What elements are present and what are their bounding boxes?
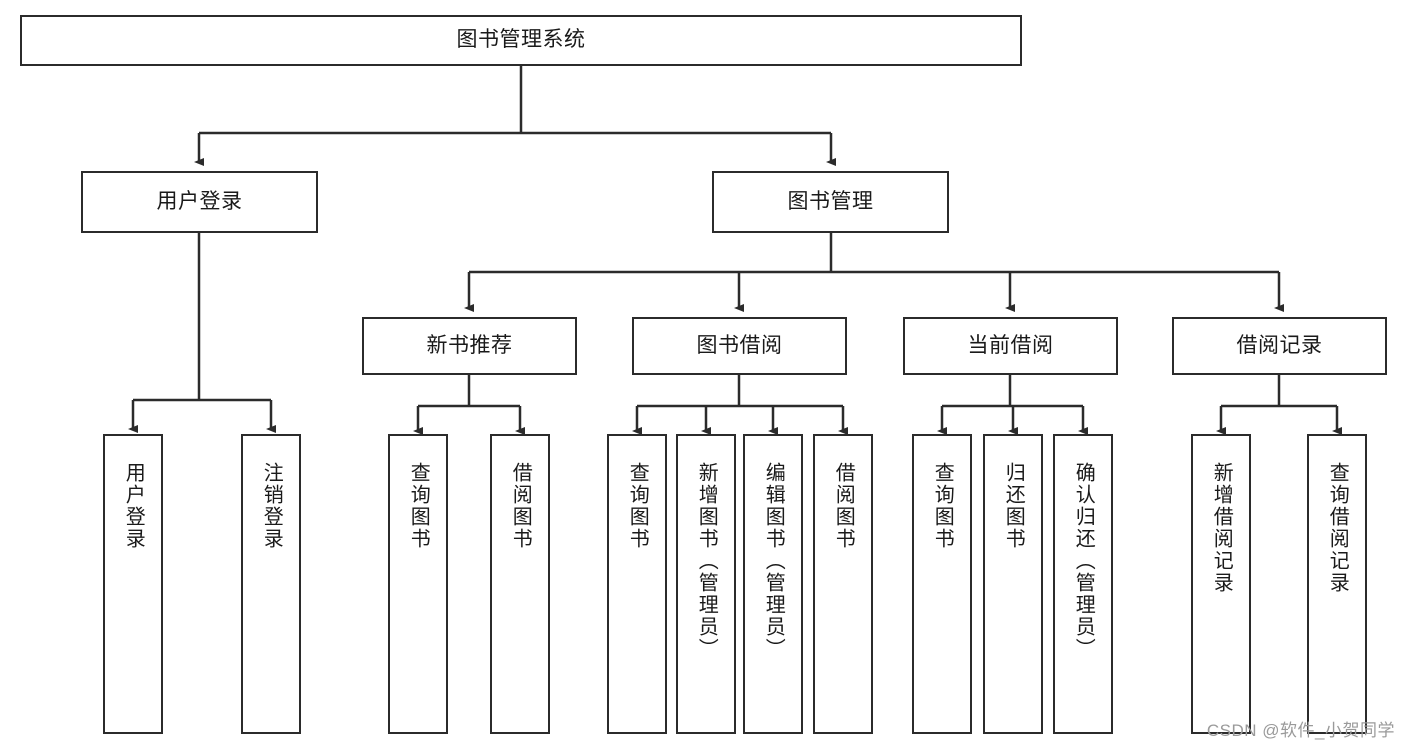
node-leaf-borrow-book-2-label: 借阅图书: [832, 462, 855, 550]
node-leaf-add-book[interactable]: 新增图书（管理员）: [676, 434, 736, 734]
node-leaf-query-book-1[interactable]: 查询图书: [388, 434, 448, 734]
node-leaf-return-book[interactable]: 归还图书: [983, 434, 1043, 734]
node-leaf-user-login[interactable]: 用户登录: [103, 434, 163, 734]
node-current-borrow-label: 当前借阅: [967, 333, 1054, 357]
node-leaf-return-book-label: 归还图书: [1002, 462, 1025, 550]
node-leaf-query-book-2[interactable]: 查询图书: [607, 434, 667, 734]
node-book-manage[interactable]: 图书管理: [712, 171, 949, 233]
node-leaf-query-record-label: 查询借阅记录: [1326, 462, 1349, 594]
node-leaf-borrow-book-2[interactable]: 借阅图书: [813, 434, 873, 734]
node-leaf-edit-book[interactable]: 编辑图书（管理员）: [743, 434, 803, 734]
node-user-login[interactable]: 用户登录: [81, 171, 318, 233]
node-leaf-logout[interactable]: 注销登录: [241, 434, 301, 734]
node-leaf-add-record[interactable]: 新增借阅记录: [1191, 434, 1251, 734]
node-leaf-query-book-1-label: 查询图书: [407, 462, 430, 550]
node-leaf-query-book-2-label: 查询图书: [626, 462, 649, 550]
node-leaf-logout-label: 注销登录: [260, 462, 283, 550]
node-leaf-confirm-return[interactable]: 确认归还（管理员）: [1053, 434, 1113, 734]
node-leaf-borrow-book-1[interactable]: 借阅图书: [490, 434, 550, 734]
node-leaf-query-book-3-label: 查询图书: [931, 462, 954, 550]
node-book-borrow[interactable]: 图书借阅: [632, 317, 847, 375]
node-leaf-query-book-3[interactable]: 查询图书: [912, 434, 972, 734]
node-user-login-label: 用户登录: [156, 189, 243, 213]
node-borrow-record[interactable]: 借阅记录: [1172, 317, 1387, 375]
node-leaf-query-record[interactable]: 查询借阅记录: [1307, 434, 1367, 734]
node-leaf-add-record-label: 新增借阅记录: [1210, 462, 1233, 594]
node-leaf-edit-book-label: 编辑图书（管理员）: [762, 462, 785, 660]
node-borrow-record-label: 借阅记录: [1236, 333, 1323, 357]
node-root-label: 图书管理系统: [456, 28, 586, 52]
node-current-borrow[interactable]: 当前借阅: [903, 317, 1118, 375]
node-root[interactable]: 图书管理系统: [20, 15, 1022, 66]
node-new-book-rec[interactable]: 新书推荐: [362, 317, 577, 375]
node-leaf-add-book-label: 新增图书（管理员）: [695, 462, 718, 660]
watermark-text: CSDN @软件_小贺同学: [1206, 721, 1395, 740]
node-leaf-borrow-book-1-label: 借阅图书: [509, 462, 532, 550]
node-leaf-user-login-label: 用户登录: [122, 462, 145, 550]
node-book-borrow-label: 图书借阅: [696, 333, 783, 357]
node-leaf-confirm-return-label: 确认归还（管理员）: [1072, 462, 1095, 660]
node-new-book-rec-label: 新书推荐: [426, 333, 513, 357]
node-book-manage-label: 图书管理: [787, 189, 874, 213]
